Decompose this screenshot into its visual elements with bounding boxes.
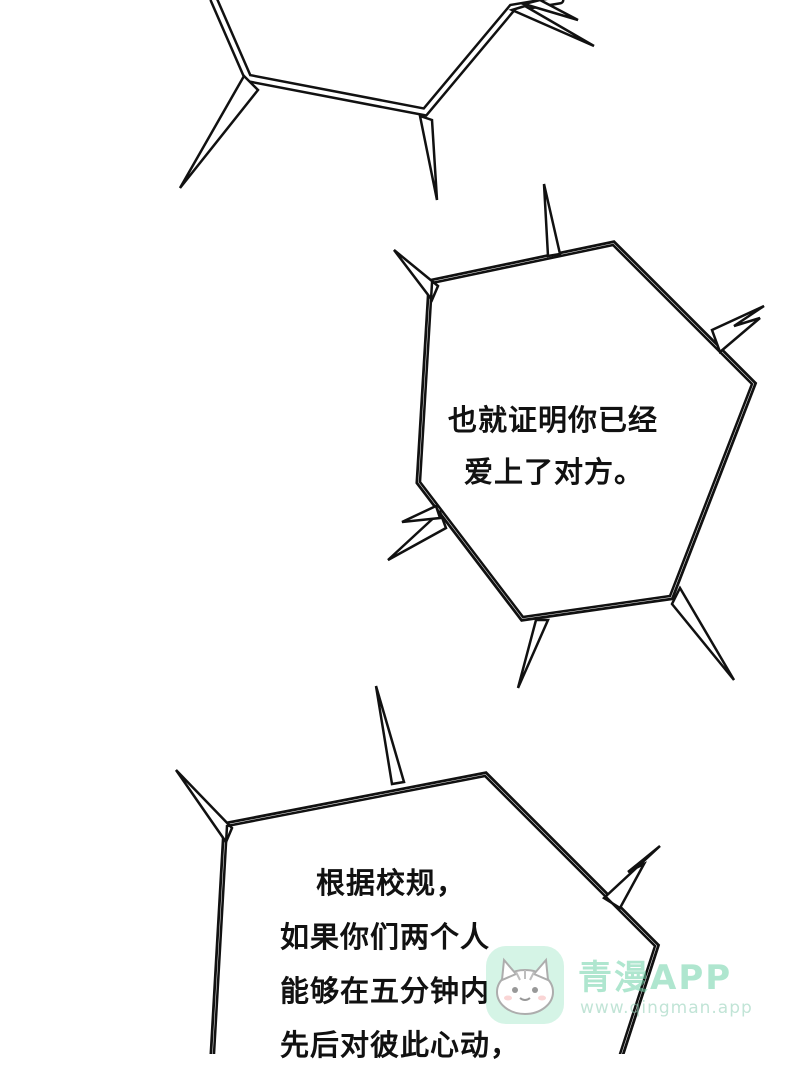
speech-bubble-middle (387, 183, 765, 689)
dialogue-line: 也就证明你已经 (448, 403, 659, 437)
dialogue-line: 爱上了对方。 (464, 455, 645, 489)
speech-bubble-middle-text: 也就证明你已经 爱上了对方。 (448, 394, 658, 498)
speech-bubble-top (178, 0, 595, 201)
watermark-title: 青漫APP (578, 958, 733, 998)
watermark: 青漫APP www.qingman.app (480, 940, 770, 1030)
watermark-url: www.qingman.app (580, 998, 753, 1018)
dialogue-line: 如果你们两个人 (280, 920, 491, 954)
dialogue-line: 能够在五分钟内 (280, 974, 491, 1008)
dialogue-line: 根据校规， (316, 866, 467, 900)
cat-mascot-icon (486, 946, 564, 1024)
